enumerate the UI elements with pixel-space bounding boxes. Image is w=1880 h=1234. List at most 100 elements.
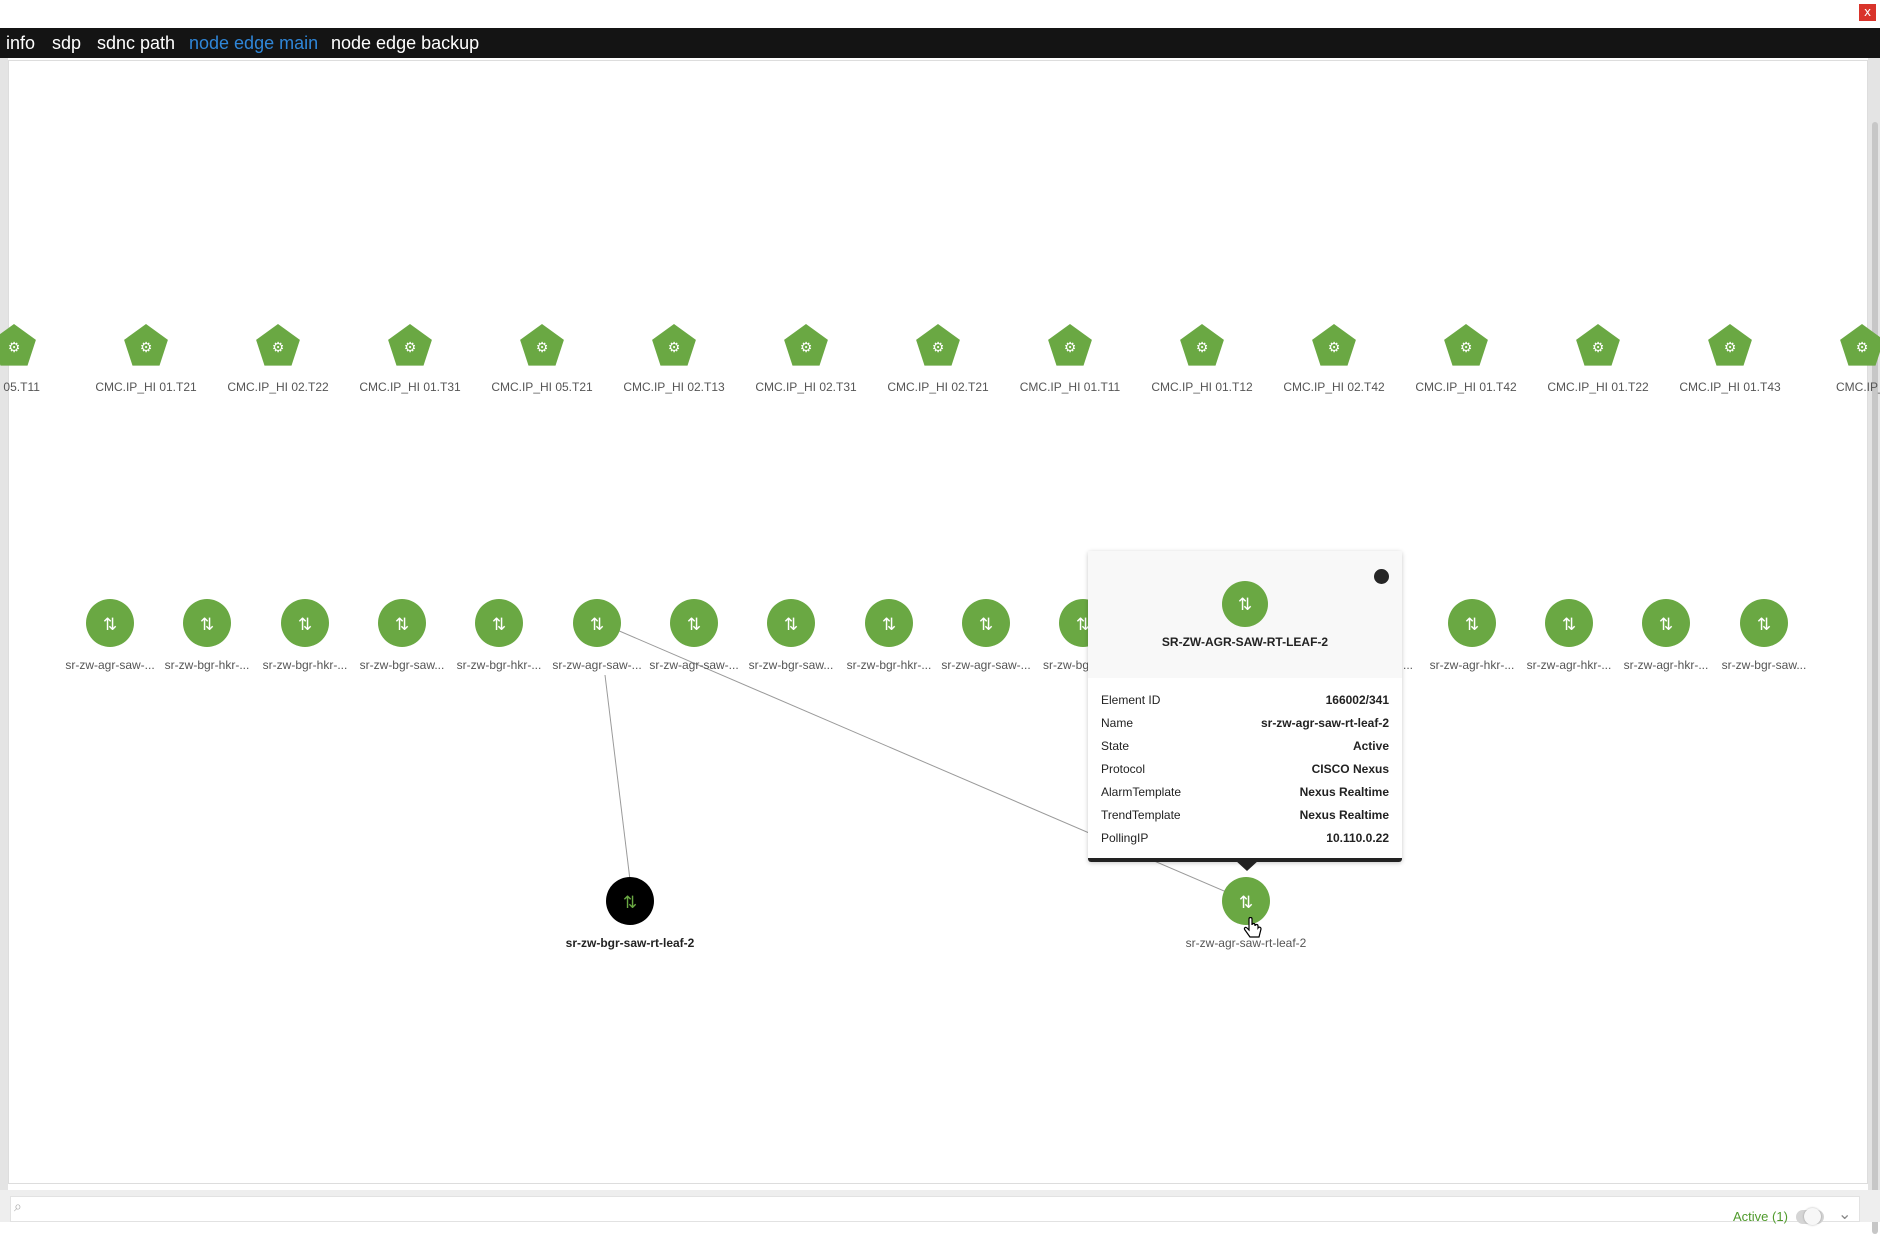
circle-node[interactable]: ⇅: [475, 599, 523, 647]
tooltip-value: Nexus Realtime: [1299, 785, 1389, 799]
node-label: CMC.IP_HI 01.T22: [1547, 380, 1649, 394]
gear-icon: ⚙: [1064, 340, 1077, 356]
circle-node[interactable]: ⇅: [1642, 599, 1690, 647]
node-label: sr-zw-bgr-saw...: [359, 658, 445, 672]
tab-sdp[interactable]: sdp: [52, 33, 82, 53]
tooltip-key: PollingIP: [1101, 831, 1149, 845]
node-label: sr-zw-agr-saw-...: [649, 658, 739, 672]
pentagon-node[interactable]: ⚙: [124, 324, 168, 366]
pentagon-node[interactable]: ⚙: [916, 324, 960, 366]
graph-svg: ⚙ ⚙ ⚙ ⚙ ⚙ ⚙ ⚙ ⚙ ⚙ ⚙ ⚙ ⚙ ⚙ ⚙ ⚙ ⇅ ⇅ ⇅ ⇅ ⇅ ⇅ ⇅ ⇅ ⇅ ⇅ ⇅ ⇅ ⇅ ⇅ ⇅ ⇅ ⇅: [0, 324, 1880, 925]
tooltip-value: CISCO Nexus: [1311, 762, 1389, 776]
selected-node[interactable]: ⇅: [606, 877, 654, 925]
arrows-up-down-icon: ⇅: [492, 615, 506, 635]
node-label: sr-zw-agr-hkr-...: [1429, 658, 1515, 672]
node-label: CMC.IP_I: [1835, 380, 1880, 394]
close-button[interactable]: x: [1859, 4, 1876, 21]
circle-node[interactable]: ⇅: [1222, 877, 1270, 925]
tab-info[interactable]: info: [6, 33, 36, 53]
pentagon-node[interactable]: ⚙: [1180, 324, 1224, 366]
pentagon-node[interactable]: ⚙: [784, 324, 828, 366]
tab-node-edge-main[interactable]: node edge main: [189, 33, 319, 53]
pentagon-node[interactable]: ⚙: [1312, 324, 1356, 366]
pentagon-node[interactable]: ⚙: [388, 324, 432, 366]
arrows-up-down-icon: ⇅: [1076, 615, 1090, 635]
tab-node-edge-backup[interactable]: node edge backup: [331, 33, 480, 53]
circle-node[interactable]: ⇅: [281, 599, 329, 647]
arrows-up-down-icon: ⇅: [103, 615, 117, 635]
tooltip-title: SR-ZW-AGR-SAW-RT-LEAF-2: [1161, 635, 1329, 649]
node-label: sr-zw-agr-saw-...: [941, 658, 1031, 672]
tooltip-key: TrendTemplate: [1101, 808, 1181, 822]
search-field[interactable]: [10, 1196, 1860, 1222]
pentagon-node[interactable]: ⚙: [1708, 324, 1752, 366]
pentagon-node[interactable]: ⚙: [1840, 324, 1880, 366]
hand-cursor-icon: [1243, 917, 1262, 938]
arrows-up-down-icon: ⇅: [298, 615, 312, 635]
arrows-up-down-icon: ⇅: [623, 893, 637, 913]
arrows-up-down-icon: ⇅: [590, 615, 604, 635]
tooltip-pointer: [1235, 860, 1259, 871]
arrows-up-down-icon: ⇅: [200, 615, 214, 635]
node-label: CMC.IP_HI 02.T31: [755, 380, 857, 394]
tooltip-value: 166002/341: [1325, 693, 1389, 707]
pentagon-node[interactable]: ⚙: [520, 324, 564, 366]
circle-node[interactable]: ⇅: [962, 599, 1010, 647]
pentagon-node[interactable]: ⚙: [1048, 324, 1092, 366]
svg-text:⇅: ⇅: [1238, 595, 1252, 615]
node-label: CMC.IP_HI 01.T12: [1151, 380, 1253, 394]
circle-node[interactable]: ⇅: [378, 599, 426, 647]
chevron-down-icon[interactable]: ⌄: [1838, 1206, 1852, 1223]
status-dot: [1374, 569, 1389, 584]
gear-icon: ⚙: [536, 340, 549, 356]
arrows-up-down-icon: ⇅: [1465, 615, 1479, 635]
node-label: CMC.IP_HI 05.T21: [491, 380, 593, 394]
pentagon-node[interactable]: ⚙: [0, 324, 36, 366]
circle-node[interactable]: ⇅: [86, 599, 134, 647]
scrollbar-thumb[interactable]: [1872, 122, 1878, 1234]
pentagon-node[interactable]: ⚙: [1576, 324, 1620, 366]
edge-line: [604, 674, 631, 881]
node-label: sr-zw-bgr-saw...: [1721, 658, 1807, 672]
arrows-up-down-icon: ⇅: [784, 615, 798, 635]
circle-node[interactable]: ⇅: [1740, 599, 1788, 647]
node-label: CMC.IP_HI 02.T42: [1283, 380, 1385, 394]
toggle-knob[interactable]: [1804, 1208, 1821, 1225]
circle-node[interactable]: ⇅: [1545, 599, 1593, 647]
tab-sdnc-path[interactable]: sdnc path: [97, 33, 176, 53]
circle-node[interactable]: ⇅: [670, 599, 718, 647]
pentagon-node[interactable]: ⚙: [1444, 324, 1488, 366]
node-label: sr-zw-bgr-hkr-...: [846, 658, 932, 672]
tab-bar: info sdp sdnc path node edge main node e…: [0, 28, 1880, 58]
gear-icon: ⚙: [1856, 340, 1869, 356]
active-filter-label: Active (1): [1733, 1209, 1788, 1224]
node-label: CMC.IP_HI 02.T22: [227, 380, 329, 394]
node-label: CMC.IP_HI 01.T11: [1019, 380, 1121, 394]
circle-node[interactable]: ⇅: [573, 599, 621, 647]
node-label: CMC.IP_HI 02.T21: [887, 380, 989, 394]
left-border: [0, 58, 8, 1190]
gear-icon: ⚙: [1196, 340, 1209, 356]
node-label: sr-zw-bgr-hkr-...: [164, 658, 250, 672]
arrows-up-down-icon: ⇅: [979, 615, 993, 635]
circle-node[interactable]: ⇅: [865, 599, 913, 647]
arrows-up-down-icon: ⇅: [1562, 615, 1576, 635]
arrows-up-down-icon: ⇅: [1659, 615, 1673, 635]
circle-node[interactable]: ⇅: [183, 599, 231, 647]
node-label: sr-zw-bgr-hkr-...: [456, 658, 542, 672]
tooltip-key: State: [1101, 739, 1130, 753]
node-label: sr-zw-agr-hkr-...: [1526, 658, 1612, 672]
gear-icon: ⚙: [932, 340, 945, 356]
pentagon-node[interactable]: ⚙: [652, 324, 696, 366]
node-label: sr-zw-bgr-hkr-...: [262, 658, 348, 672]
circle-node[interactable]: ⇅: [767, 599, 815, 647]
node-label: HI 05.T11: [0, 380, 40, 394]
circle-node[interactable]: ⇅: [1448, 599, 1496, 647]
pentagon-node[interactable]: ⚙: [256, 324, 300, 366]
